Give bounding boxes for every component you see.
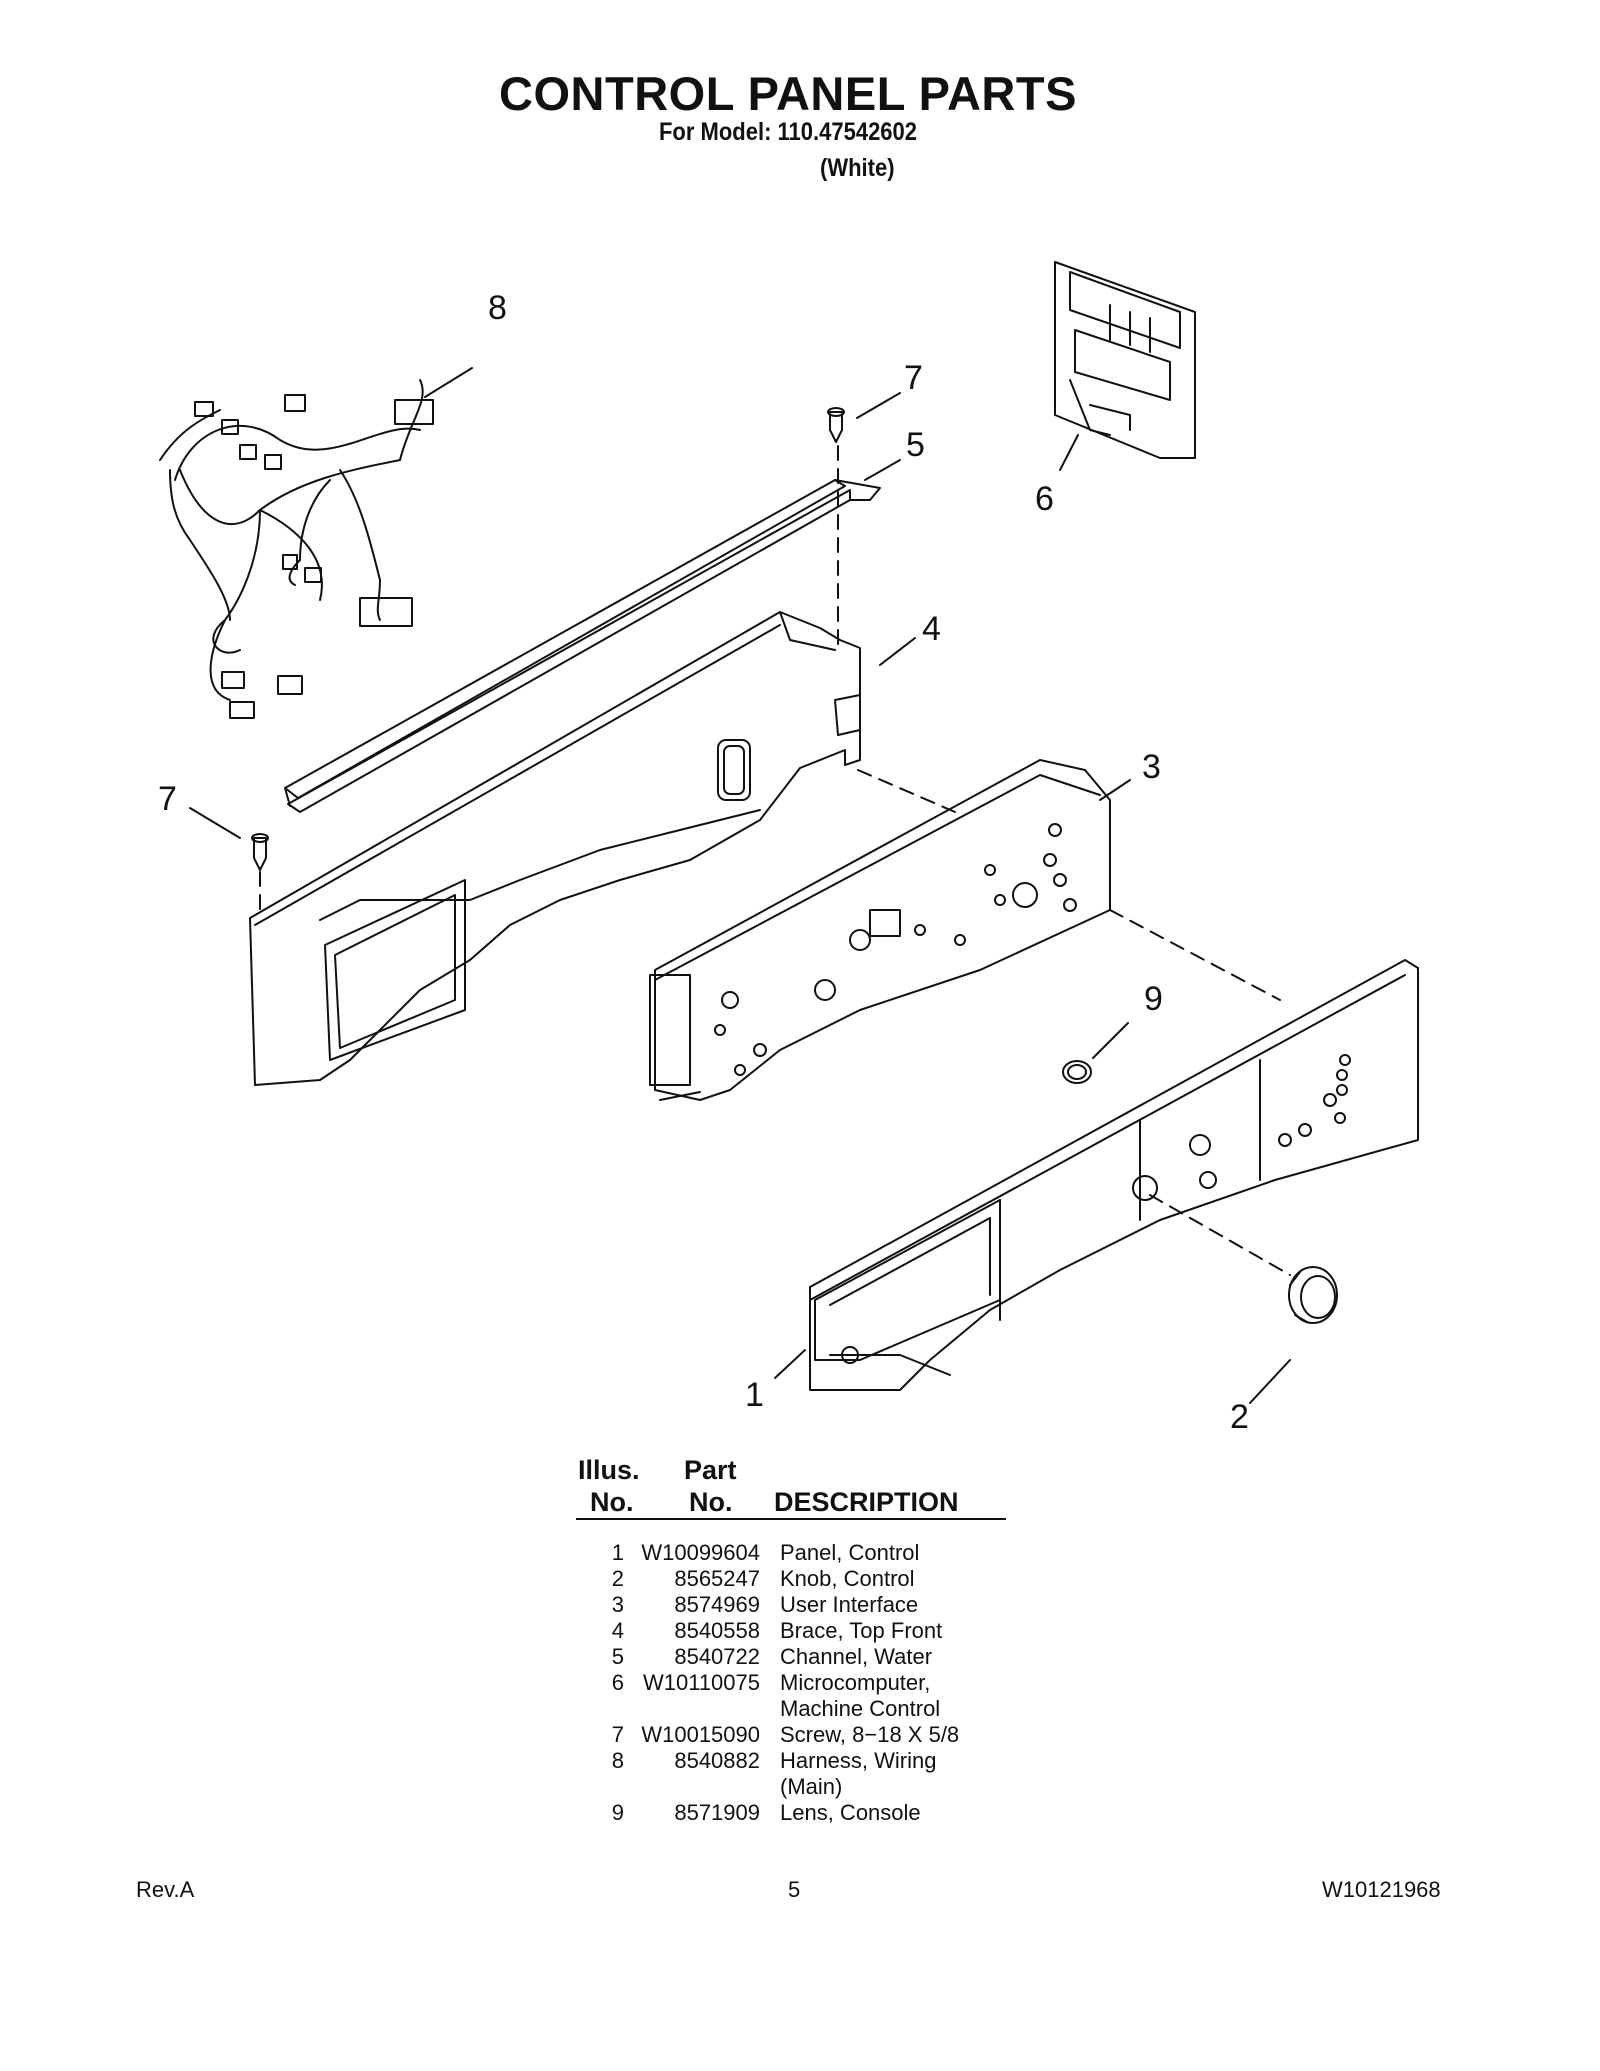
callout-7-left: 7 (158, 780, 177, 818)
part-description: (Main) (780, 1774, 843, 1799)
callout-1: 1 (745, 1376, 764, 1414)
callout-arrows (189, 367, 1291, 1404)
document-number: W10121968 (1322, 1877, 1441, 1902)
illus-number: 7 (611, 1722, 624, 1747)
control-panel-illustration (809, 959, 1419, 1391)
control-knob-illustration (1288, 1266, 1338, 1324)
callout-3: 3 (1142, 748, 1161, 786)
part-description: Knob, Control (780, 1566, 915, 1591)
callout-7-top: 7 (904, 359, 923, 397)
table-row: 3 8574969 User Interface (576, 1592, 1006, 1618)
part-number: W10015090 (641, 1722, 760, 1747)
screw-illustrations (251, 407, 845, 871)
part-description: Harness, Wiring (780, 1748, 937, 1773)
illus-number: 6 (611, 1670, 624, 1695)
part-number: 8565247 (674, 1566, 760, 1591)
top-front-brace-illustration (249, 611, 861, 1086)
callout-4: 4 (922, 610, 941, 648)
model-color: (White) (820, 154, 895, 182)
description-header: DESCRIPTION (774, 1487, 959, 1517)
part-number: 8574969 (674, 1592, 760, 1617)
page-title: CONTROL PANEL PARTS (499, 67, 1077, 120)
part-number: W10099604 (641, 1540, 760, 1565)
part-number: 8540882 (674, 1748, 760, 1773)
illus-number: 8 (611, 1748, 624, 1773)
table-row: 2 8565247 Knob, Control (576, 1566, 1006, 1592)
part-header-top: Part (684, 1455, 737, 1485)
exploded-parts-diagram: 8 7 5 6 4 3 7 9 1 2 (158, 261, 1419, 1436)
part-description: User Interface (780, 1592, 919, 1617)
wiring-harness-illustration (159, 379, 434, 719)
callout-5: 5 (906, 426, 925, 464)
part-description: Lens, Console (780, 1800, 921, 1825)
table-row: 6 W10110075 Microcomputer, (576, 1670, 1006, 1696)
illus-header-bottom: No. (590, 1487, 634, 1517)
table-row: 4 8540558 Brace, Top Front (576, 1618, 1006, 1644)
console-lens-illustration (1062, 1060, 1092, 1084)
callout-8: 8 (488, 289, 507, 327)
part-number: W10110075 (642, 1670, 760, 1695)
table-row: 9 8571909 Lens, Console (576, 1800, 1006, 1826)
part-description: Microcomputer, (780, 1670, 931, 1695)
table-row: 1 W10099604 Panel, Control (576, 1540, 1006, 1566)
page-number: 5 (788, 1877, 801, 1902)
header-rule (576, 1518, 1006, 1520)
illus-number: 4 (611, 1618, 624, 1643)
callout-9: 9 (1144, 980, 1163, 1018)
part-header-bottom: No. (689, 1487, 733, 1517)
alignment-lines (259, 445, 1291, 1276)
illus-number: 1 (611, 1540, 624, 1565)
table-row: 7 W10015090 Screw, 8−18 X 5/8 (576, 1722, 1006, 1748)
part-description: Machine Control (780, 1696, 941, 1721)
part-description: Screw, 8−18 X 5/8 (780, 1722, 960, 1747)
table-row: 8 8540882 Harness, Wiring (576, 1748, 1006, 1774)
model-number: For Model: 110.47542602 (658, 118, 918, 146)
microcomputer-illustration (1054, 261, 1196, 459)
revision-label: Rev.A (136, 1877, 195, 1902)
illus-number: 2 (611, 1566, 624, 1591)
part-number: 8540558 (674, 1618, 760, 1643)
table-row: (Main) (576, 1774, 1006, 1800)
callout-2: 2 (1230, 1398, 1249, 1436)
water-channel-illustration (284, 479, 881, 813)
illus-header-top: Illus. (578, 1455, 640, 1485)
table-row: 5 8540722 Channel, Water (576, 1644, 1006, 1670)
part-number: 8571909 (674, 1800, 760, 1825)
callout-6: 6 (1035, 480, 1054, 518)
illus-number: 5 (611, 1644, 624, 1669)
user-interface-board-illustration (649, 759, 1111, 1101)
part-number: 8540722 (674, 1644, 760, 1669)
part-description: Panel, Control (780, 1540, 920, 1565)
part-description: Brace, Top Front (780, 1618, 943, 1643)
table-row: Machine Control (576, 1696, 1006, 1722)
part-description: Channel, Water (780, 1644, 933, 1669)
illus-number: 9 (611, 1800, 624, 1825)
illus-number: 3 (611, 1592, 624, 1617)
